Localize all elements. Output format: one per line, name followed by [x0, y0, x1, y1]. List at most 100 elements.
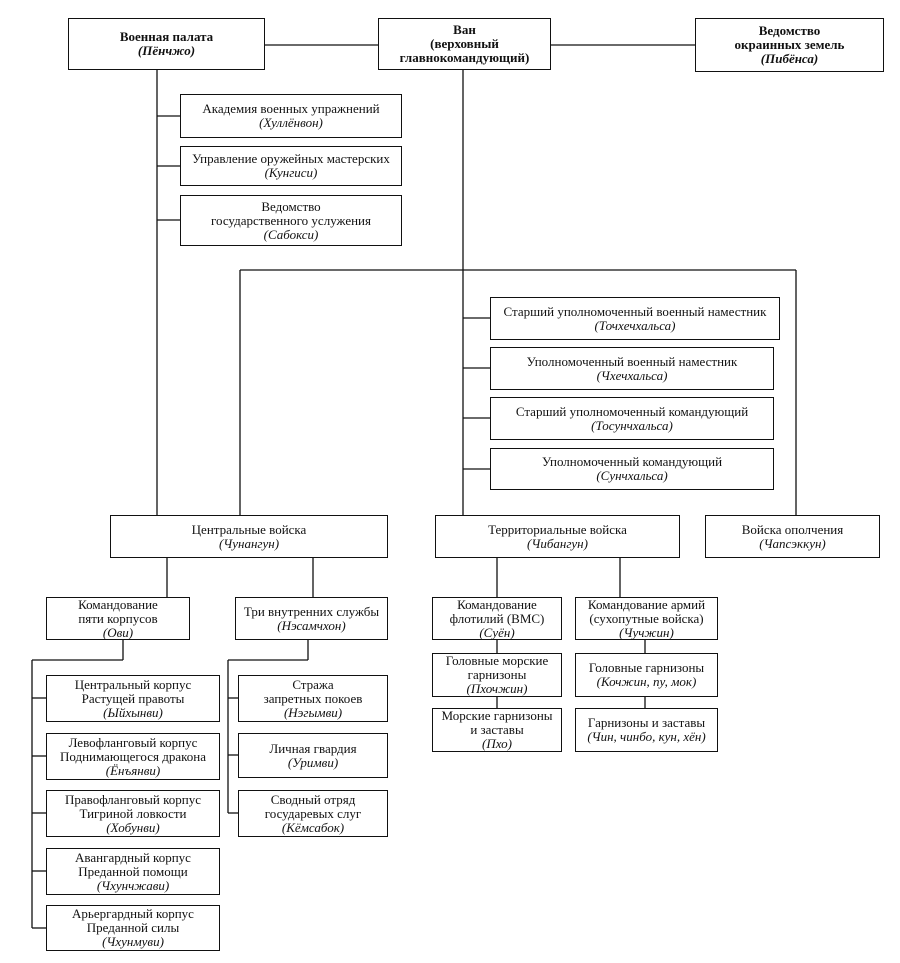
main-naval-garrisons-label-line-1: Головные морские [445, 653, 549, 668]
border-office-label-line-1: Ведомство [758, 23, 821, 38]
main-naval-garrisons-label-line-2: гарнизоны [467, 667, 527, 682]
military-board-term: (Пёнчжо) [137, 43, 196, 58]
garrisons-term: (Чин, чинбо, кун, хён) [587, 729, 706, 744]
border-office-box: Ведомство окраинных земель (Пибёнса) [695, 18, 884, 72]
senior-commander-label: Старший уполномоченный командующий [515, 403, 749, 419]
inner-services-box: Три внутренних службы (Нэсамчхон) [235, 597, 388, 640]
fleet-command-label-line-1: Командование [457, 596, 537, 612]
armory-box: Управление оружейных мастерских (Кунгиси… [180, 146, 402, 186]
naval-garrisons-box: Морские гарнизоны и заставы (Пхо) [432, 708, 562, 752]
palace-guard-term: (Нэгымви) [283, 704, 343, 720]
training-academy-box: Академия военных упражнений (Хуллёнвон) [180, 94, 402, 138]
militia-label: Войска ополчения [741, 521, 844, 537]
left-corps-label-line-2: Поднимающегося дракона [59, 748, 207, 764]
palace-guard-label-line-1: Стража [292, 676, 334, 692]
personal-guard-label: Личная гвардия [269, 740, 357, 756]
senior-commander-box: Старший уполномоченный командующий (Тосу… [490, 397, 774, 440]
state-service-box: Ведомство государственного услужения (Са… [180, 195, 402, 246]
naval-garrisons-term: (Пхо) [482, 736, 512, 751]
king-label-line-2: (верховный [430, 36, 499, 51]
rearguard-corps-label-line-2: Преданной силы [86, 920, 180, 935]
main-naval-garrisons-term: (Пхочжин) [466, 681, 528, 696]
king-label-line-1: Ван [453, 22, 476, 37]
army-command-label-line-1: Командование армий [587, 596, 706, 612]
personal-guard-term: (Уримви) [287, 754, 339, 770]
garrisons-label: Гарнизоны и заставы [587, 715, 706, 730]
king-box: Ван (верховный главнокомандующий) [378, 18, 551, 70]
viceroy-label: Уполномоченный военный наместник [526, 353, 738, 369]
border-office-term: (Пибёнса) [760, 51, 819, 66]
militia-term: (Чапсэккун) [759, 535, 826, 551]
main-garrisons-label: Головные гарнизоны [588, 660, 705, 675]
territorial-army-box: Территориальные войска (Чибангун) [435, 515, 680, 558]
territorial-army-term: (Чибангун) [527, 535, 588, 551]
right-corps-box: Правофланговый корпус Тигриной ловкости … [46, 790, 220, 837]
left-corps-label-line-1: Левофланговый корпус [68, 734, 198, 750]
palace-guard-label-line-2: запретных покоев [263, 690, 363, 706]
vanguard-corps-term: (Чхунчжави) [96, 877, 170, 893]
army-command-label-line-2: (сухопутные войска) [589, 610, 704, 626]
five-corps-term: (Ови) [102, 624, 134, 640]
right-corps-label-line-2: Тигриной ловкости [79, 805, 187, 821]
garrisons-box: Гарнизоны и заставы (Чин, чинбо, кун, хё… [575, 708, 718, 752]
rearguard-corps-term: (Чхунмуви) [102, 934, 164, 949]
naval-garrisons-label-line-2: и заставы [470, 722, 524, 737]
commander-box: Уполномоченный командующий (Сунчхальса) [490, 448, 774, 490]
servants-unit-label-line-2: государевых слуг [264, 805, 362, 821]
vanguard-corps-box: Авангардный корпус Преданной помощи (Чху… [46, 848, 220, 895]
senior-commander-term: (Тосунчхальса) [591, 417, 673, 433]
left-corps-term: (Ёнъянви) [105, 762, 161, 778]
servants-unit-label-line-1: Сводный отряд [270, 791, 356, 807]
main-garrisons-term: (Кочжин, пу, мок) [596, 674, 697, 689]
central-corps-box: Центральный корпус Растущей правоты (Ыйх… [46, 675, 220, 722]
naval-garrisons-label-line-1: Морские гарнизоны [441, 708, 553, 723]
commander-term: (Сунчхальса) [596, 468, 668, 483]
army-command-box: Командование армий (сухопутные войска) (… [575, 597, 718, 640]
state-service-label-line-1: Ведомство [261, 198, 321, 214]
central-army-term: (Чунангун) [218, 535, 280, 551]
border-office-label-line-2: окраинных земель [734, 37, 845, 52]
central-corps-label-line-2: Растущей правоты [81, 690, 185, 706]
fleet-command-term: (Суён) [479, 624, 515, 640]
vanguard-corps-label-line-1: Авангардный корпус [75, 849, 191, 865]
servants-unit-term: (Кёмсабок) [281, 819, 345, 835]
territorial-army-label: Территориальные войска [488, 521, 627, 537]
servants-unit-box: Сводный отряд государевых слуг (Кёмсабок… [238, 790, 388, 837]
military-board-label: Военная палата [119, 29, 214, 44]
training-academy-label: Академия военных упражнений [202, 101, 380, 116]
palace-guard-box: Стража запретных покоев (Нэгымви) [238, 675, 388, 722]
central-corps-term: (Ыйхынви) [103, 704, 163, 720]
personal-guard-box: Личная гвардия (Уримви) [238, 733, 388, 778]
left-corps-box: Левофланговый корпус Поднимающегося драк… [46, 733, 220, 780]
right-corps-term: (Хобунви) [106, 819, 160, 835]
right-corps-label-line-1: Правофланговый корпус [65, 791, 201, 807]
senior-viceroy-box: Старший уполномоченный военный наместник… [490, 297, 780, 340]
king-label-line-3: главнокомандующий) [399, 50, 530, 65]
five-corps-label-line-1: Командование [78, 596, 158, 612]
senior-viceroy-label: Старший уполномоченный военный наместник [503, 303, 767, 319]
senior-viceroy-term: (Точхечхальса) [594, 317, 676, 333]
state-service-term: (Сабокси) [263, 226, 319, 242]
central-corps-label-line-1: Центральный корпус [74, 676, 192, 692]
armory-term: (Кунгиси) [264, 165, 318, 180]
inner-services-label: Три внутренних службы [243, 603, 380, 619]
rearguard-corps-label-line-1: Арьергардный корпус [72, 906, 194, 921]
fleet-command-box: Командование флотилий (ВМС) (Суён) [432, 597, 562, 640]
state-service-label-line-2: государственного услужения [210, 212, 371, 228]
main-garrisons-box: Головные гарнизоны (Кочжин, пу, мок) [575, 653, 718, 697]
vanguard-corps-label-line-2: Преданной помощи [78, 863, 188, 879]
military-board-box: Военная палата (Пёнчжо) [68, 18, 265, 70]
training-academy-term: (Хуллёнвон) [259, 115, 323, 130]
central-army-label: Центральные войска [191, 521, 307, 537]
five-corps-box: Командование пяти корпусов (Ови) [46, 597, 190, 640]
militia-box: Войска ополчения (Чапсэккун) [705, 515, 880, 558]
army-command-term: (Чучжин) [619, 624, 674, 640]
inner-services-term: (Нэсамчхон) [277, 617, 346, 633]
central-army-box: Центральные войска (Чунангун) [110, 515, 388, 558]
viceroy-box: Уполномоченный военный наместник (Чхечха… [490, 347, 774, 390]
rearguard-corps-box: Арьергардный корпус Преданной силы (Чхун… [46, 905, 220, 951]
fleet-command-label-line-2: флотилий (ВМС) [449, 610, 545, 626]
armory-label: Управление оружейных мастерских [192, 151, 390, 166]
